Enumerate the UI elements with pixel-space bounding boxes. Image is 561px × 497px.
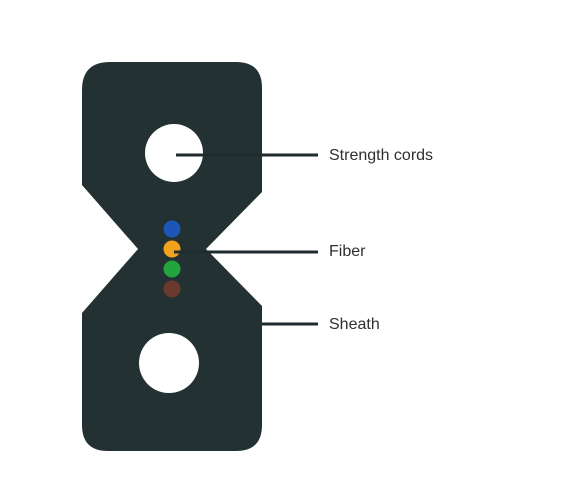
- fiber-group: [163, 220, 181, 298]
- fiber-2: [163, 240, 181, 258]
- strength-cord-hole-bottom: [139, 333, 199, 393]
- strength-cord-hole-top: [145, 124, 203, 182]
- fiber-label: Fiber: [329, 243, 366, 260]
- sheath-label: Sheath: [329, 316, 380, 333]
- fiber-4: [163, 280, 181, 298]
- strength-cords-label: Strength cords: [329, 147, 433, 164]
- fiber-3: [163, 260, 181, 278]
- fiber-1: [163, 220, 181, 238]
